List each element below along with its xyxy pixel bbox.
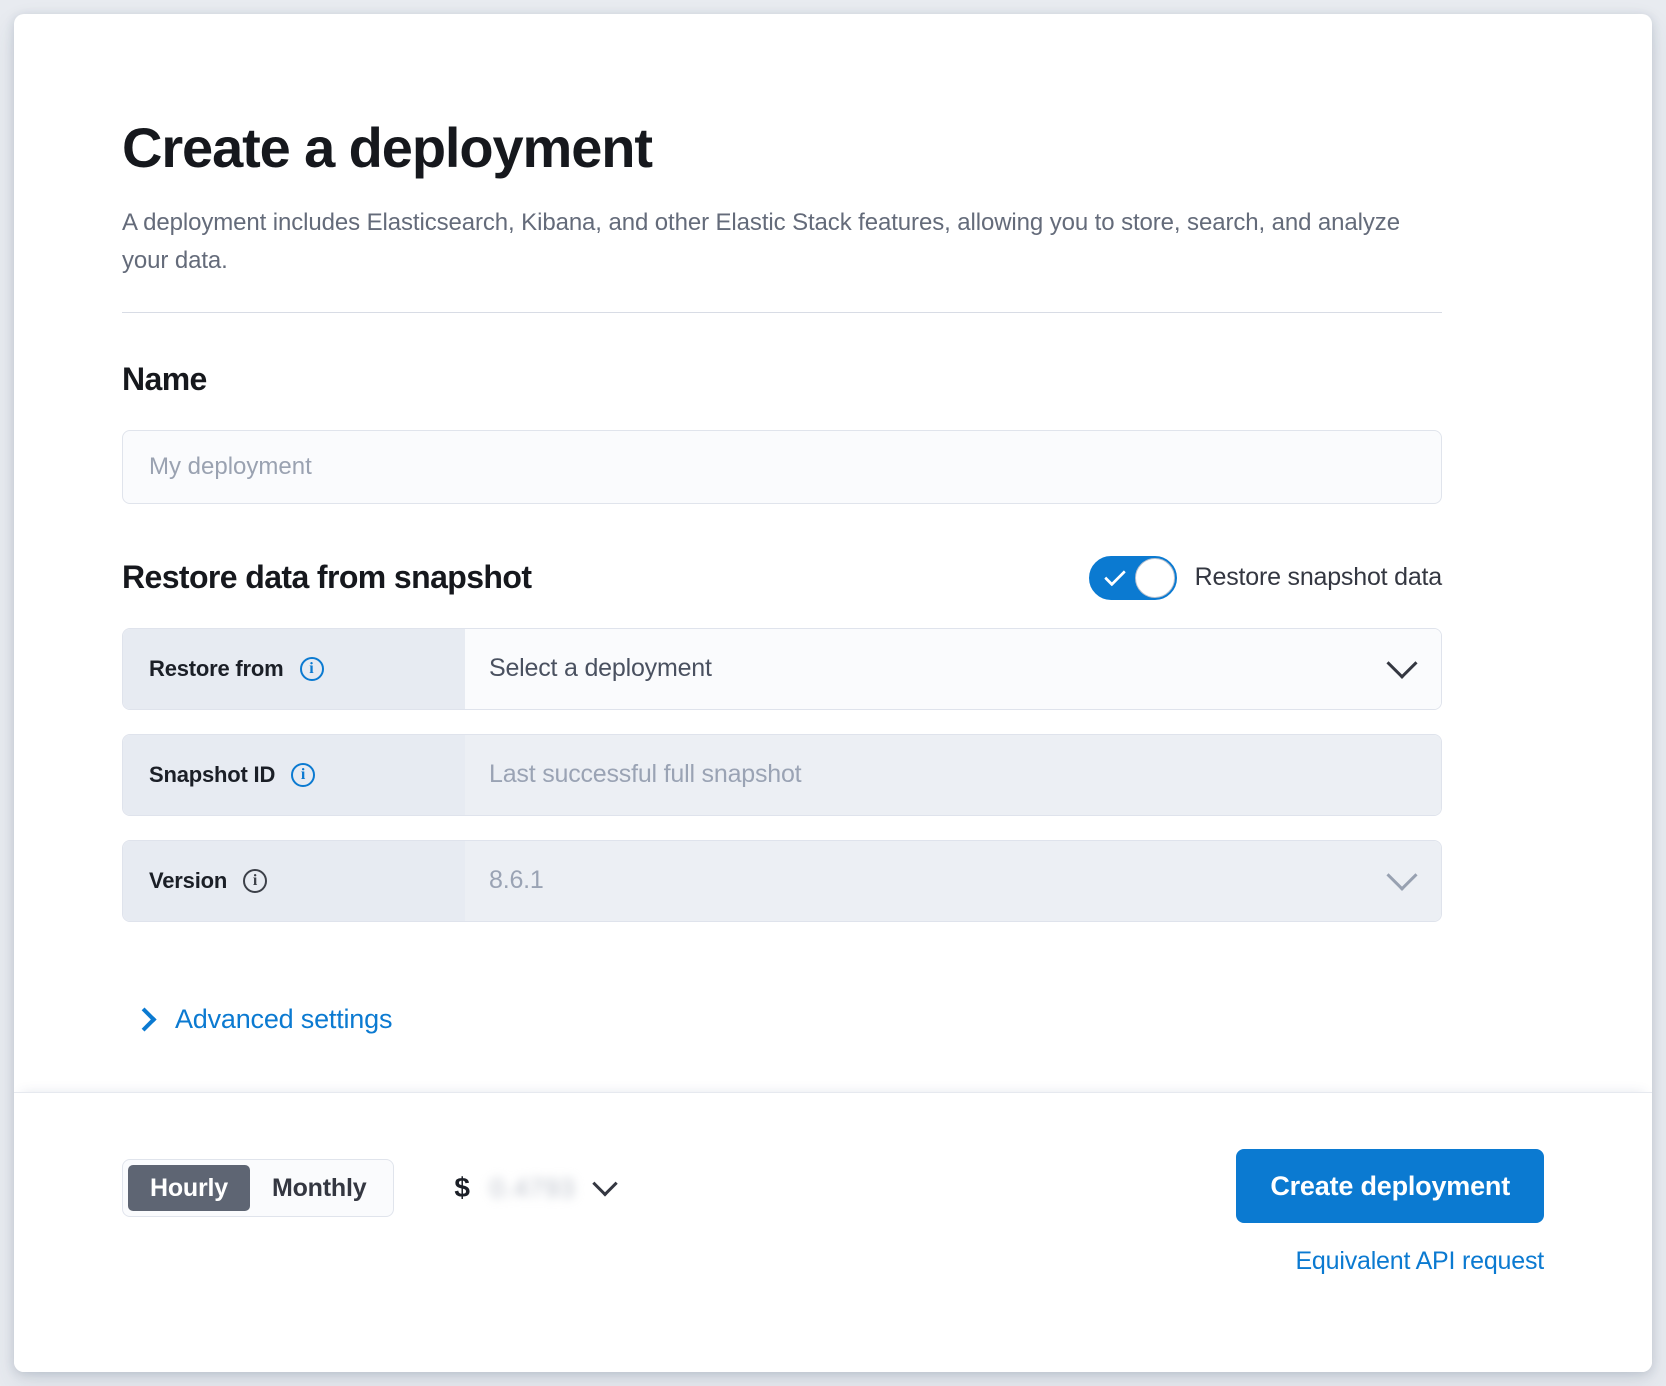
chevron-right-icon: [132, 1007, 157, 1032]
billing-period-segmented-control[interactable]: Hourly Monthly: [122, 1159, 395, 1217]
name-section: Name: [122, 361, 1442, 504]
form-row-snapshot-id: Snapshot ID i Last successful full snaps…: [122, 733, 1442, 816]
content-column: Create a deployment A deployment include…: [122, 118, 1442, 1035]
create-deployment-button[interactable]: Create deployment: [1236, 1149, 1544, 1223]
row-prepend-version: Version i: [123, 840, 465, 921]
info-icon[interactable]: i: [299, 656, 324, 681]
field-version: 8.6.1: [465, 840, 1441, 921]
row-prepend-snapshot-id: Snapshot ID i: [123, 734, 465, 815]
footer-left-group: Hourly Monthly $ 0.4793: [122, 1149, 618, 1217]
info-icon[interactable]: i: [243, 868, 268, 893]
billing-option-hourly[interactable]: Hourly: [128, 1165, 250, 1211]
billing-option-monthly[interactable]: Monthly: [250, 1165, 388, 1211]
check-icon: [1103, 564, 1126, 587]
switch-knob: [1134, 557, 1175, 598]
restore-form-rows: Restore from i Select a deployment Snaps…: [122, 627, 1442, 922]
header-divider: [122, 311, 1442, 313]
form-row-restore-from[interactable]: Restore from i Select a deployment: [122, 627, 1442, 710]
restore-snapshot-toggle-label: Restore snapshot data: [1194, 563, 1443, 592]
price-amount: 0.4793: [489, 1172, 576, 1203]
create-deployment-card: Create a deployment A deployment include…: [14, 14, 1652, 1372]
restore-snapshot-toggle-group[interactable]: Restore snapshot data: [1088, 555, 1443, 600]
form-row-version: Version i 8.6.1: [122, 839, 1442, 922]
price-currency-symbol: $: [454, 1172, 470, 1203]
card-body: Create a deployment A deployment include…: [14, 14, 1652, 1092]
equivalent-api-request-link[interactable]: Equivalent API request: [1295, 1247, 1544, 1275]
price-display[interactable]: $ 0.4793: [454, 1171, 618, 1204]
restore-heading: Restore data from snapshot: [122, 559, 532, 596]
row-prepend-restore-from: Restore from i: [123, 628, 465, 709]
field-restore-from[interactable]: Select a deployment: [465, 628, 1441, 709]
label-snapshot-id: Snapshot ID: [149, 761, 276, 787]
restore-section-header: Restore data from snapshot Restore snaps…: [122, 555, 1443, 600]
name-heading: Name: [122, 360, 207, 397]
chevron-down-icon[interactable]: [1386, 647, 1418, 679]
advanced-settings-label: Advanced settings: [175, 1003, 393, 1034]
chevron-down-icon[interactable]: [591, 1171, 618, 1197]
field-value-restore-from: Select a deployment: [489, 654, 712, 683]
page-subtitle: A deployment includes Elasticsearch, Kib…: [122, 208, 1400, 274]
label-restore-from: Restore from: [149, 655, 284, 681]
label-version: Version: [149, 867, 228, 893]
field-value-snapshot-id: Last successful full snapshot: [489, 760, 802, 789]
info-icon[interactable]: i: [291, 762, 316, 787]
field-snapshot-id: Last successful full snapshot: [465, 734, 1441, 815]
deployment-name-input[interactable]: [122, 429, 1442, 504]
advanced-settings-link[interactable]: Advanced settings: [122, 1004, 392, 1035]
footer-right-group: Create deployment Equivalent API request: [1236, 1149, 1544, 1276]
restore-snapshot-switch[interactable]: [1088, 555, 1177, 600]
field-value-version: 8.6.1: [489, 866, 544, 895]
chevron-down-icon: [1386, 859, 1418, 891]
footer-bar: Hourly Monthly $ 0.4793 Create deploymen…: [14, 1092, 1652, 1372]
page-title: Create a deployment: [122, 116, 653, 179]
